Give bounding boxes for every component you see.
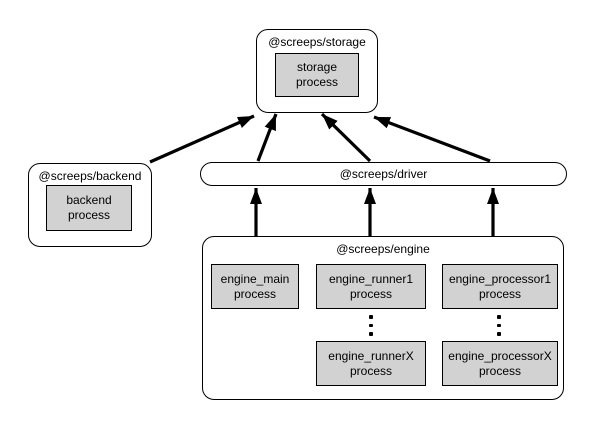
backend-process-label-line2: process	[67, 208, 111, 222]
edge-backend-to-storage	[149, 114, 255, 164]
processor-vertical-ellipsis-icon	[497, 315, 501, 336]
engine-runnerX-label-line1: engine_runnerX	[328, 348, 414, 363]
storage-node: @screeps/storage storage process	[256, 29, 378, 113]
edge-driver-to-storage-middle	[320, 112, 372, 163]
engine-node-title: @screeps/engine	[336, 242, 430, 256]
engine-processor1-label-line2: process	[478, 286, 522, 301]
engine-runner1-label-line2: process	[349, 286, 393, 301]
engine-processorX-process-box: engine_processorX process	[442, 341, 558, 386]
storage-node-title: @screeps/storage	[268, 35, 366, 49]
backend-process-label-line1: backend	[66, 193, 112, 207]
engine-processor1-label-line1: engine_processor1	[448, 271, 552, 286]
edge-driver-to-storage-right	[373, 115, 491, 163]
driver-node: @screeps/driver	[200, 162, 567, 186]
storage-process-label-line2: process	[295, 75, 339, 89]
backend-process-box: backend process	[46, 185, 132, 231]
engine-node: @screeps/engine engine_main process engi…	[202, 236, 564, 400]
engine-runnerX-label-line2: process	[349, 363, 393, 378]
backend-node: @screeps/backend backend process	[28, 163, 152, 247]
storage-process-box: storage process	[275, 53, 359, 97]
engine-processor1-process-box: engine_processor1 process	[442, 264, 558, 309]
storage-process-label-line1: storage	[296, 60, 338, 74]
driver-node-title: @screeps/driver	[339, 167, 428, 181]
backend-node-title: @screeps/backend	[38, 169, 142, 183]
engine-main-label-line2: process	[233, 286, 277, 301]
engine-processorX-label-line2: process	[478, 363, 522, 378]
engine-runner1-process-box: engine_runner1 process	[316, 264, 426, 309]
edge-driver-to-storage-left	[256, 113, 278, 162]
engine-runnerX-process-box: engine_runnerX process	[316, 341, 426, 386]
engine-main-process-box: engine_main process	[211, 264, 299, 309]
runner-vertical-ellipsis-icon	[369, 315, 373, 336]
engine-main-label-line1: engine_main	[220, 271, 290, 286]
engine-runner1-label-line1: engine_runner1	[328, 271, 414, 286]
engine-processorX-label-line1: engine_processorX	[448, 348, 552, 363]
